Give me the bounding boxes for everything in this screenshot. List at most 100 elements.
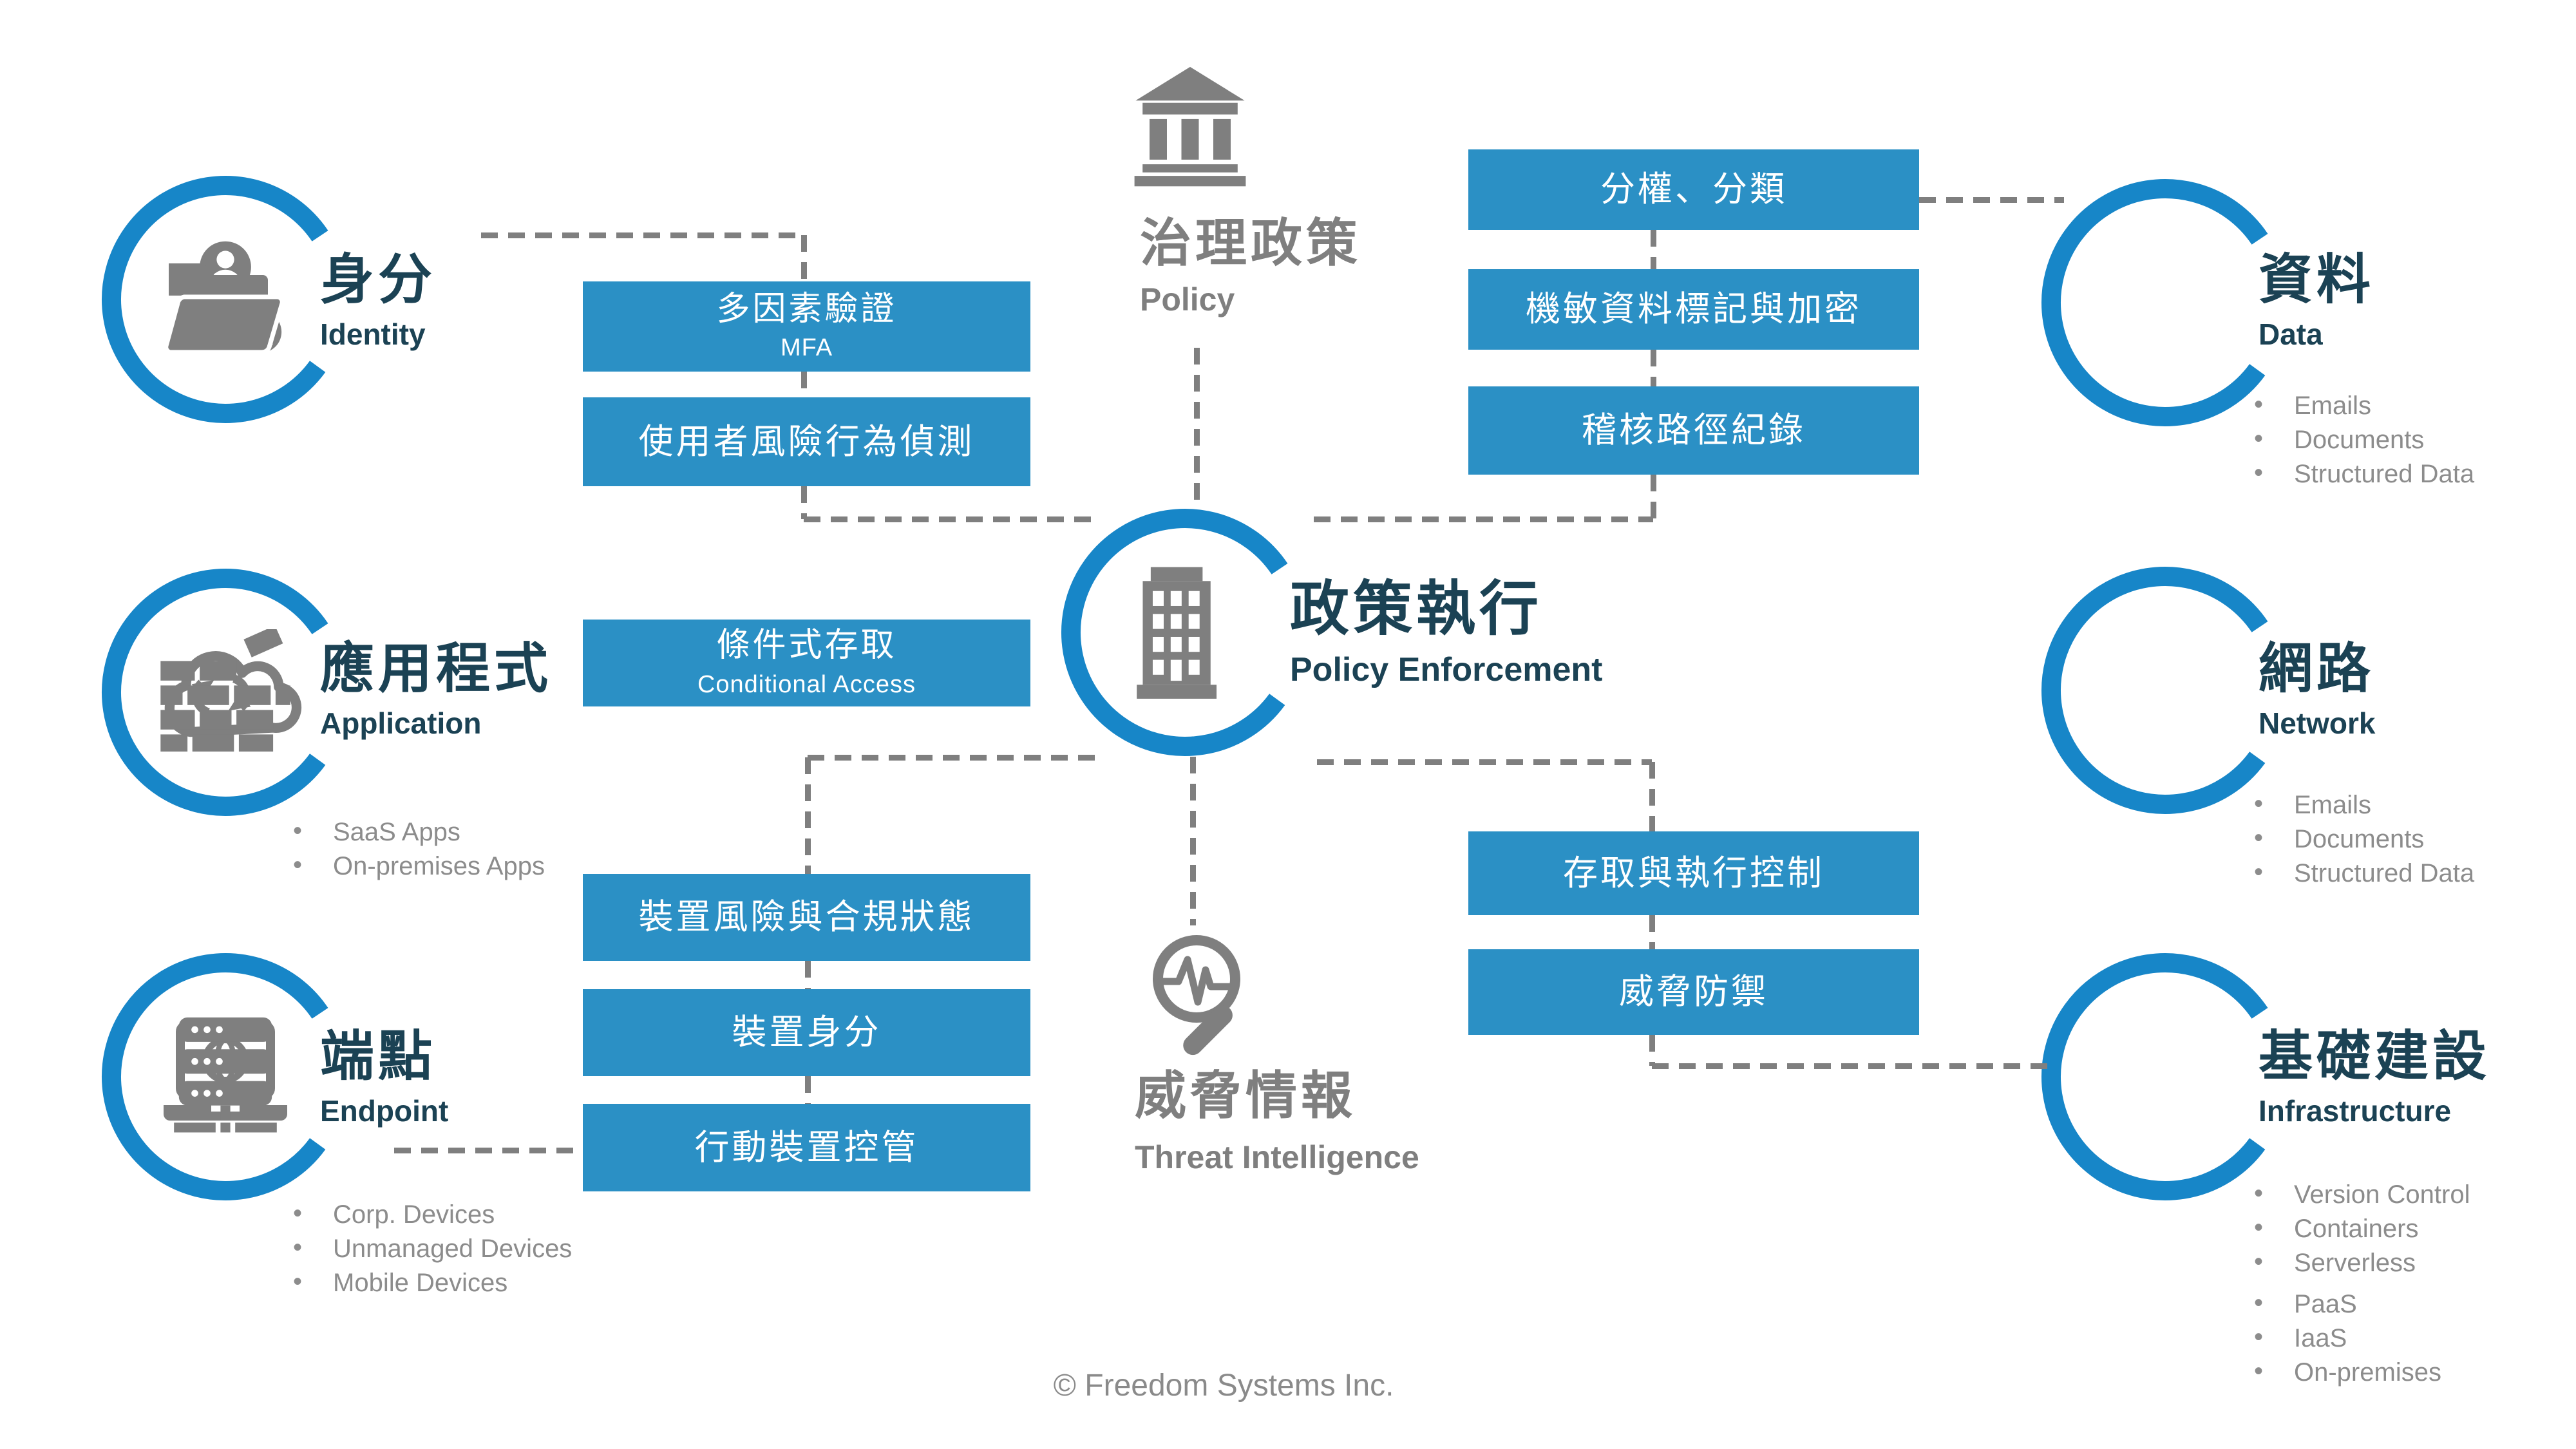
control-box-label-zh: 使用者風險行為偵測 <box>638 422 975 461</box>
magnifier-pulse-icon <box>1153 935 1240 1056</box>
connector-endpoint-to-mdm-box <box>394 1148 583 1153</box>
server-stack-icon <box>174 1017 277 1133</box>
connector-right-lower-column-v1 <box>1649 762 1655 831</box>
list-item: PaaS <box>2254 1290 2441 1317</box>
identity-title-en: Identity <box>320 317 426 351</box>
infrastructure-title-en: Infrastructure <box>2259 1094 2452 1128</box>
list-item: Structured Data <box>2254 859 2474 886</box>
control-box-label-zh: 分權、分類 <box>1600 170 1787 209</box>
list-item: Structured Data <box>2254 460 2474 487</box>
copyright-text: © Freedom Systems Inc. <box>1053 1368 1394 1403</box>
application-arc <box>101 569 349 816</box>
endpoint-bullets: Corp. Devices Unmanaged Devices Mobile D… <box>293 1200 572 1304</box>
network-title-en: Network <box>2259 706 2376 740</box>
control-box-audit-trail: 稽核路徑紀錄 <box>1468 386 1919 475</box>
enforcement-title-zh: 政策執行 <box>1290 576 1543 642</box>
control-box-label-zh: 稽核路徑紀錄 <box>1582 411 1806 450</box>
control-box-mobile-device-management: 行動裝置控管 <box>583 1104 1030 1191</box>
connector-enforcement-left-bottom <box>808 755 1104 761</box>
connector-data-column-v1 <box>1651 230 1656 269</box>
control-box-label-zh: 存取與執行控制 <box>1563 853 1824 893</box>
data-title-en: Data <box>2259 317 2323 351</box>
control-box-label-zh: 威脅防禦 <box>1619 972 1768 1012</box>
endpoint-arc <box>101 953 349 1200</box>
connector-identity-column-v3 <box>801 486 807 519</box>
control-box-label-zh: 行動裝置控管 <box>694 1128 919 1167</box>
connector-data-column-v3 <box>1651 475 1656 519</box>
control-box-conditional-access: 條件式存取 Conditional Access <box>583 620 1030 706</box>
list-item: IaaS <box>2254 1324 2441 1351</box>
connector-classification-to-data <box>1919 197 2064 203</box>
identity-arc <box>101 176 349 423</box>
open-folder-icon <box>164 263 285 355</box>
control-box-threat-protection: 威脅防禦 <box>1468 949 1919 1035</box>
connector-data-column-v2 <box>1651 350 1656 386</box>
data-arc <box>2041 179 2289 426</box>
list-item: Emails <box>2254 392 2474 419</box>
data-title-zh: 資料 <box>2259 249 2375 310</box>
governance-title-zh: 治理政策 <box>1140 214 1361 272</box>
control-box-label-zh: 裝置身分 <box>732 1013 882 1052</box>
infrastructure-title-zh: 基礎建設 <box>2259 1026 2491 1086</box>
control-box-access-execution-control: 存取與執行控制 <box>1468 831 1919 915</box>
control-box-label-zh: 機敏資料標記與加密 <box>1526 290 1862 329</box>
control-box-label-zh: 裝置風險與合規狀態 <box>638 898 975 937</box>
bank-icon <box>1134 66 1246 187</box>
threat-intel-title-en: Threat Intelligence <box>1135 1139 1419 1175</box>
connector-enforcement-right-bottom <box>1317 759 1652 765</box>
control-box-user-risk-detection: 使用者風險行為偵測 <box>583 397 1030 486</box>
connector-column-to-infrastructure <box>1652 1063 2051 1069</box>
list-item: Unmanaged Devices <box>293 1235 572 1262</box>
list-item: Documents <box>2254 825 2474 852</box>
connector-policy-to-enforcement <box>1194 348 1200 509</box>
list-item: On-premises Apps <box>293 852 545 879</box>
control-box-device-identity: 裝置身分 <box>583 989 1030 1076</box>
list-item: Containers <box>2254 1215 2470 1242</box>
connector-column-to-enforcement-left-top <box>804 516 1097 522</box>
control-box-sensitive-data-labeling-encryption: 機敏資料標記與加密 <box>1468 269 1919 350</box>
connector-device-column-v2 <box>805 961 811 989</box>
enforcement-title-en: Policy Enforcement <box>1290 651 1603 688</box>
policy-enforcement-arc <box>1061 509 1309 756</box>
list-item: Version Control <box>2254 1180 2470 1208</box>
list-item: Mobile Devices <box>293 1269 572 1296</box>
network-arc <box>2041 567 2289 814</box>
connector-identity-column-v1 <box>801 235 807 284</box>
data-bullets: Emails Documents Structured Data <box>2254 392 2474 495</box>
control-box-device-risk-compliance: 裝置風險與合規狀態 <box>583 874 1030 961</box>
office-building-icon <box>1137 567 1217 699</box>
endpoint-title-en: Endpoint <box>320 1094 449 1128</box>
firewall-icon <box>160 629 290 752</box>
list-item: Emails <box>2254 791 2474 818</box>
connector-device-column-v1 <box>805 757 811 874</box>
connector-enforcement-to-threat-intel <box>1190 757 1196 925</box>
infrastructure-bullets-group2: PaaS IaaS On-premises <box>2254 1290 2441 1394</box>
infrastructure-bullets-group1: Version Control Containers Serverless <box>2254 1180 2470 1284</box>
application-bullets: SaaS Apps On-premises Apps <box>293 818 545 887</box>
control-box-mfa: 多因素驗證 MFA <box>583 281 1030 372</box>
endpoint-title-zh: 端點 <box>320 1026 437 1086</box>
control-box-label-zh: 條件式存取 <box>716 627 897 665</box>
network-bullets: Emails Documents Structured Data <box>2254 791 2474 895</box>
application-title-en: Application <box>320 706 482 740</box>
list-item: SaaS Apps <box>293 818 545 845</box>
connector-identity-column-v2 <box>801 372 807 397</box>
connector-enforcement-right-top <box>1314 516 1653 522</box>
control-box-label-zh: 多因素驗證 <box>716 290 897 328</box>
control-box-authorization-classification: 分權、分類 <box>1468 149 1919 230</box>
identity-title-zh: 身分 <box>320 249 437 310</box>
list-item: Corp. Devices <box>293 1200 572 1227</box>
connector-device-column-v3 <box>805 1076 811 1104</box>
list-item: Serverless <box>2254 1249 2470 1276</box>
application-title-zh: 應用程式 <box>320 638 553 699</box>
threat-intel-title-zh: 威脅情報 <box>1135 1067 1356 1124</box>
connector-right-lower-column-v2 <box>1649 915 1655 949</box>
network-title-zh: 網路 <box>2259 638 2375 699</box>
connector-right-lower-column-v3 <box>1649 1035 1655 1066</box>
infrastructure-arc <box>2041 953 2289 1200</box>
list-item: Documents <box>2254 426 2474 453</box>
connector-identity-to-column <box>481 232 801 238</box>
control-box-label-en: MFA <box>780 334 833 362</box>
list-item: On-premises <box>2254 1358 2441 1385</box>
